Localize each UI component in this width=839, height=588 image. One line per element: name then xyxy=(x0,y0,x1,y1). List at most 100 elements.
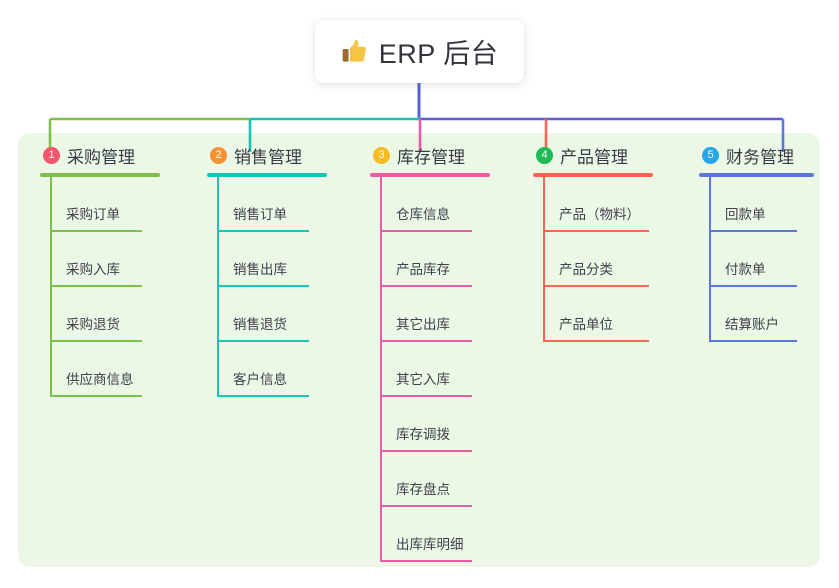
branch-items: 回款单付款单结算账户 xyxy=(697,177,814,342)
branch-item[interactable]: 客户信息 xyxy=(205,342,327,397)
branch-item-body: 出库库明细 xyxy=(380,533,490,562)
branch-item-rule xyxy=(50,340,142,342)
branch-item[interactable]: 其它入库 xyxy=(368,342,490,397)
branch-item-rule xyxy=(217,285,309,287)
branch-item-rule xyxy=(50,285,142,287)
branch-item-rule xyxy=(709,230,797,232)
branch-item-body: 库存调拨 xyxy=(380,423,490,452)
branch-title: 销售管理 xyxy=(234,147,302,167)
branch-title: 采购管理 xyxy=(67,147,135,167)
branch-header-4[interactable]: 4 产品管理 xyxy=(531,142,653,168)
branch-item-rule xyxy=(709,340,797,342)
branch-spine xyxy=(380,177,382,562)
branch-spine xyxy=(543,177,545,342)
branch-item-rule xyxy=(50,395,142,397)
branch-number-badge: 4 xyxy=(536,146,553,164)
branch-item-label: 产品分类 xyxy=(559,262,613,277)
branch-item-body: 其它入库 xyxy=(380,368,490,397)
branch-item-label: 采购入库 xyxy=(66,262,120,277)
branch-item-label: 产品库存 xyxy=(396,262,450,277)
branch-item[interactable]: 付款单 xyxy=(697,232,814,287)
branch-spine xyxy=(217,177,219,397)
branch-item-label: 回款单 xyxy=(725,207,766,222)
branch-item[interactable]: 采购退货 xyxy=(38,287,160,342)
branch-item-rule xyxy=(380,450,472,452)
branch-item-body: 库存盘点 xyxy=(380,478,490,507)
branch-item[interactable]: 库存调拨 xyxy=(368,397,490,452)
branch-item[interactable]: 供应商信息 xyxy=(38,342,160,397)
branch-item[interactable]: 产品单位 xyxy=(531,287,653,342)
branch-item[interactable]: 回款单 xyxy=(697,177,814,232)
branch-item[interactable]: 库存盘点 xyxy=(368,452,490,507)
branch-item-rule xyxy=(217,395,309,397)
branch-item-rule xyxy=(380,560,472,562)
branch-item[interactable]: 产品分类 xyxy=(531,232,653,287)
branch-item-body: 产品单位 xyxy=(543,313,653,342)
branch-item-label: 客户信息 xyxy=(233,372,287,387)
branch-title: 财务管理 xyxy=(726,147,794,167)
branch-header-5[interactable]: 5 财务管理 xyxy=(697,142,814,168)
branch-item[interactable]: 采购订单 xyxy=(38,177,160,232)
branch-item[interactable]: 销售订单 xyxy=(205,177,327,232)
branch-item[interactable]: 产品库存 xyxy=(368,232,490,287)
branch-item-body: 采购退货 xyxy=(50,313,160,342)
branch-item[interactable]: 采购入库 xyxy=(38,232,160,287)
branch-item-body: 产品（物料） xyxy=(543,203,653,232)
branch-item[interactable]: 销售退货 xyxy=(205,287,327,342)
branch-item-body: 仓库信息 xyxy=(380,203,490,232)
root-node[interactable]: ERP 后台 xyxy=(315,20,524,83)
root-label: ERP 后台 xyxy=(378,39,499,69)
branch-item-body: 结算账户 xyxy=(709,313,814,342)
branch-items: 采购订单采购入库采购退货供应商信息 xyxy=(38,177,160,397)
branch-title: 产品管理 xyxy=(560,147,628,167)
branch-item-rule xyxy=(543,285,649,287)
branch-item-rule xyxy=(50,230,142,232)
branch-number-badge: 5 xyxy=(702,146,719,164)
branch-item-label: 库存调拨 xyxy=(396,427,450,442)
branch-item-label: 出库库明细 xyxy=(396,537,464,552)
branch-item-label: 其它入库 xyxy=(396,372,450,387)
branch-item-body: 销售退货 xyxy=(217,313,327,342)
branch-header-rule xyxy=(40,173,160,177)
branch-spine xyxy=(709,177,711,342)
branch-item-label: 销售出库 xyxy=(233,262,287,277)
branch-item-rule xyxy=(380,285,472,287)
branch-item-rule xyxy=(380,505,472,507)
branch-item[interactable]: 销售出库 xyxy=(205,232,327,287)
branch-header-rule xyxy=(533,173,653,177)
branch-item-body: 销售出库 xyxy=(217,258,327,287)
branch-item-label: 采购退货 xyxy=(66,317,120,332)
branch-header-rule xyxy=(207,173,327,177)
branch-item[interactable]: 产品（物料） xyxy=(531,177,653,232)
branch-item-rule xyxy=(543,340,649,342)
branch-item[interactable]: 出库库明细 xyxy=(368,507,490,562)
branch-header-rule xyxy=(699,173,814,177)
branch-item-rule xyxy=(543,230,649,232)
branch-item-body: 采购订单 xyxy=(50,203,160,232)
branch-item-label: 供应商信息 xyxy=(66,372,134,387)
branch-column-3: 3 库存管理仓库信息产品库存其它出库其它入库库存调拨库存盘点出库库明细 xyxy=(368,142,490,562)
branch-item-rule xyxy=(380,230,472,232)
branch-item-body: 供应商信息 xyxy=(50,368,160,397)
branch-item-label: 产品单位 xyxy=(559,317,613,332)
branch-item[interactable]: 结算账户 xyxy=(697,287,814,342)
branch-item[interactable]: 仓库信息 xyxy=(368,177,490,232)
branch-item[interactable]: 其它出库 xyxy=(368,287,490,342)
branch-item-label: 产品（物料） xyxy=(559,207,640,222)
branch-item-rule xyxy=(217,340,309,342)
branch-header-3[interactable]: 3 库存管理 xyxy=(368,142,490,168)
branch-spine xyxy=(50,177,52,397)
branch-items: 销售订单销售出库销售退货客户信息 xyxy=(205,177,327,397)
branch-item-label: 销售退货 xyxy=(233,317,287,332)
branch-item-body: 产品分类 xyxy=(543,258,653,287)
branch-number-badge: 3 xyxy=(373,146,390,164)
branch-column-5: 5 财务管理回款单付款单结算账户 xyxy=(697,142,814,342)
branch-title: 库存管理 xyxy=(397,147,465,167)
branch-item-body: 付款单 xyxy=(709,258,814,287)
